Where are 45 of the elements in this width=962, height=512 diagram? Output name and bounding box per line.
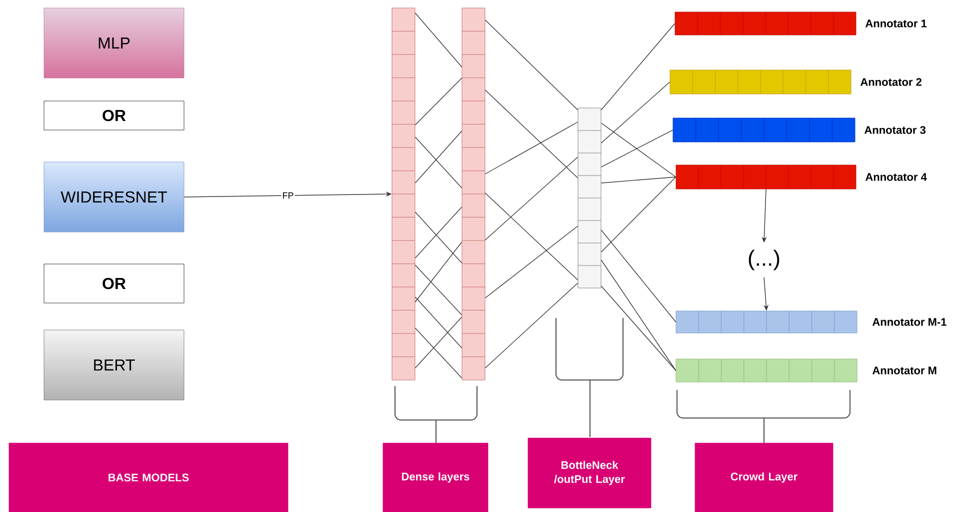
annotator-label: Annotator M-1 — [872, 318, 946, 326]
connector — [414, 78, 462, 126]
connector — [414, 328, 462, 378]
connector — [484, 282, 578, 368]
neuron-column — [578, 108, 602, 288]
connector — [600, 230, 676, 322]
connector — [600, 286, 676, 371]
layer-label-box: Crowd Layer — [694, 442, 834, 512]
connector — [484, 122, 578, 174]
connector — [414, 316, 462, 368]
connector — [484, 156, 578, 240]
annotator-label: Annotator 1 — [865, 20, 927, 28]
layer-label-box: Dense layers — [382, 442, 488, 512]
model-box: WIDERESNET — [44, 162, 184, 232]
connector — [414, 12, 462, 68]
neuron-column — [392, 8, 416, 380]
annotator-label: Annotator M — [872, 366, 936, 374]
connector — [600, 176, 676, 184]
annotator-label: Annotator 3 — [864, 126, 926, 134]
connector — [414, 136, 462, 188]
model-box: MLP — [44, 8, 184, 78]
connector — [484, 90, 578, 178]
connector — [600, 122, 676, 178]
connector — [600, 260, 676, 371]
connector — [414, 296, 462, 348]
connector — [600, 176, 676, 252]
layer-label-box: BottleNeck /outPut Layer — [528, 438, 652, 508]
connector — [414, 130, 462, 184]
connector — [484, 192, 578, 280]
ellipsis-text: (...) — [748, 250, 780, 270]
annotator-label: Annotator 4 — [865, 173, 927, 181]
edge-label: FP — [283, 192, 294, 199]
connector — [414, 242, 462, 302]
or-box: OR — [44, 264, 184, 304]
annotator-label: Annotator 2 — [860, 78, 922, 86]
connector — [600, 130, 674, 168]
or-box: OR — [44, 100, 184, 130]
layer-label-box: BASE MODELS — [8, 442, 288, 512]
neuron-column — [462, 8, 486, 380]
model-box: BERT — [44, 330, 184, 400]
connector — [414, 264, 462, 316]
connector — [600, 23, 676, 110]
connector — [484, 20, 578, 110]
connector — [484, 226, 578, 298]
connector — [600, 82, 670, 144]
